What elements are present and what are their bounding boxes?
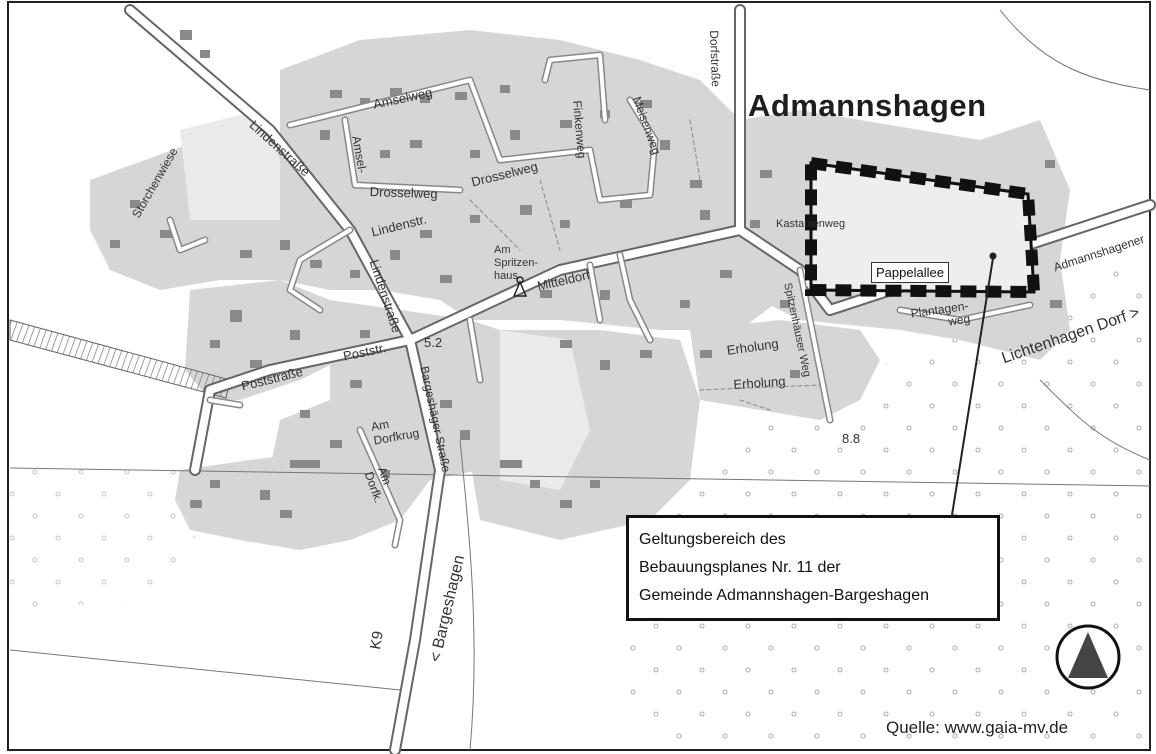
hatched-strip [9, 319, 231, 399]
street-label-kastanienweg: Kastanienweg [776, 218, 845, 230]
map-title-place-name: Admannshagen [748, 88, 987, 123]
geltungsbereich-boundary [805, 156, 1041, 299]
street-label-dorfstrasse: Dorfstraße [707, 29, 723, 88]
street-label-drosselweg-left: Drosselweg [369, 184, 438, 202]
leader-dot [989, 252, 997, 260]
north-arrow-icon [1055, 624, 1121, 690]
leader-line [951, 257, 994, 516]
source-attribution: Quelle: www.gaia-mv.de [886, 718, 1069, 737]
legend-line-2: Bebauungsplanes Nr. 11 der [639, 559, 841, 576]
open-area [180, 110, 590, 490]
legend-line-3: Gemeinde Admannshagen-Bargeshagen [639, 587, 929, 604]
elevation-label-5-2: 5.2 [424, 335, 443, 350]
road-label-k9: K9 [367, 629, 387, 651]
street-label-pappelallee: Pappelallee [871, 262, 949, 283]
area-label-erholung-2: Erholung [732, 373, 786, 392]
forest-area [10, 250, 1150, 750]
roads [124, 4, 1156, 754]
elevation-label-8-8: 8.8 [842, 431, 861, 446]
street-label-am-spritzenhaus: Am Spritzen-haus [494, 244, 539, 282]
legend-box: Geltungsbereich des Bebauungsplanes Nr. … [626, 515, 1000, 621]
monument-icon [512, 276, 528, 297]
buildings [110, 30, 1062, 518]
legend-line-1: Geltungsbereich des [639, 531, 786, 548]
